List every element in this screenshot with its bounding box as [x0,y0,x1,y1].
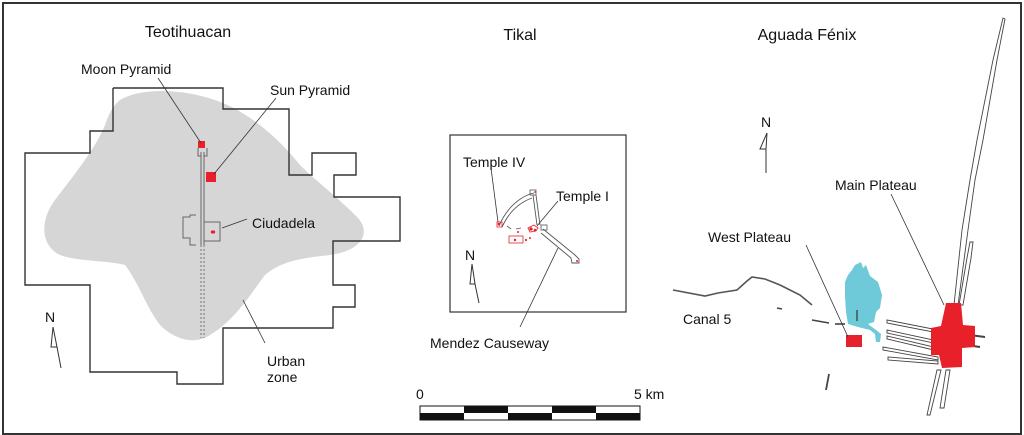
north-arrow-icon: N [759,114,771,173]
scale-segment [464,406,508,413]
scale-segment [596,406,640,413]
scale-segment [552,406,596,413]
urban-zone-label-2: zone [267,369,298,385]
moon-plaza [197,148,201,157]
ciudadela-temple [210,230,216,234]
isolated-feature [825,373,830,391]
moon-leader [157,77,202,144]
west-plateau-leader [805,244,849,338]
scale-segment [552,413,596,420]
scale-segment [420,406,464,413]
west-causeways [882,319,939,365]
great-compound [182,214,196,246]
temple1-leader [536,200,559,227]
canal-fragment-2 [811,319,830,324]
west-plateau [846,335,862,347]
teotihuacan-title: Teotihuacan [145,24,231,41]
ciudadela-label: Ciudadela [252,215,315,231]
moon-pyramid [198,141,205,148]
mendez-causeway-label: Mendez Causeway [430,335,549,351]
ciudadela-compound [203,221,221,242]
sun-leader [213,97,277,175]
urban-zone-label-1: Urban [267,353,305,369]
aguada-fenix-panel: Aguada Fénix M [672,17,1006,416]
tikal-temple-dots [497,191,578,262]
canal-5 [672,276,813,306]
scale-end-label: 5 km [634,386,664,402]
tozzer-causeway [532,194,538,226]
moon-pyramid-label: Moon Pyramid [81,61,171,77]
scale-bar: 0 5 km [416,386,664,421]
main-plateau [931,303,975,368]
causeway-edge [501,197,533,228]
aguada-fenix-title: Aguada Fénix [758,27,857,44]
east-plaza [540,224,548,231]
main-plateau-label: Main Plateau [835,177,917,193]
causeway-fragment [506,225,512,230]
north-label: N [465,247,475,263]
east-causeway [958,241,974,306]
teotihuacan-panel: Teotihuacan Moon Pyramid Sun Pyramid Ciu… [24,24,401,385]
temple4-leader [490,167,499,223]
north-arrow-icon: N [45,309,62,369]
tozzer-edge [535,194,541,226]
mendez-causeway [540,228,580,264]
canal-fragment-1 [776,307,783,310]
sun-pyramid-label: Sun Pyramid [270,82,350,98]
causeway-fragment-2 [515,227,522,230]
temple1-label: Temple I [556,188,609,204]
tikal-monuments [496,221,539,244]
sun-pyramid [206,172,216,182]
tikal-panel: Tikal Te [430,27,627,351]
scale-segment [420,413,464,420]
scale-segment [508,413,552,420]
scale-segment [464,413,508,420]
maudslay-causeway [498,192,535,227]
scale-bar-outline [419,405,641,421]
scale-segment [508,406,552,413]
north-arrow-icon: N [465,247,480,304]
temple4-label: Temple IV [463,154,526,170]
scale-start-label: 0 [416,386,424,402]
city-boundary [24,87,401,385]
reservoir [845,262,882,342]
south-causeway-2 [939,369,951,409]
tikal-title: Tikal [503,27,536,44]
urban-leader [242,299,266,344]
ciudadela-leader [221,218,248,229]
causeway-leader [519,247,559,328]
main-plateau-leader [890,193,945,306]
north-causeway [953,17,1006,306]
south-causeway-1 [926,369,942,416]
canal-5-label: Canal 5 [683,311,731,327]
tikal-map-box [449,134,627,313]
moon-plaza-right [204,148,208,157]
scale-segment [596,413,640,420]
north-label: N [761,114,771,130]
west-plateau-label: West Plateau [708,229,791,245]
north-label: N [45,309,55,325]
